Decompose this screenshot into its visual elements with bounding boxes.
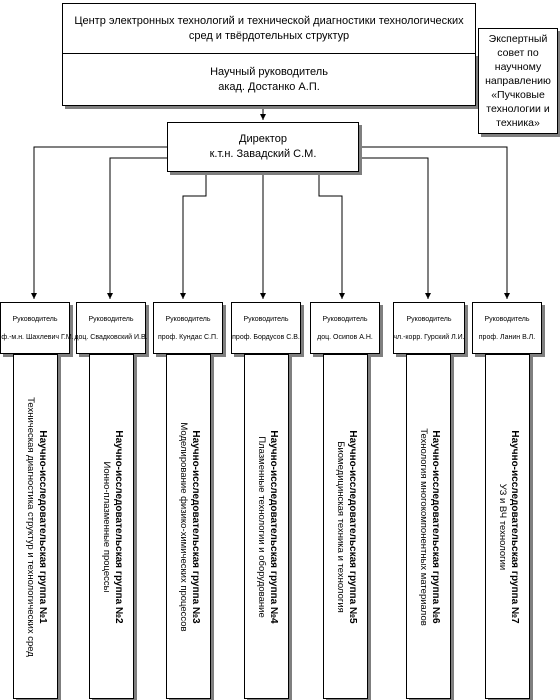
org-title-box: Центр электронных технологий и техническ…: [62, 3, 476, 53]
group-7-body: Научно-исследовательская группа №7 УЗ и …: [485, 354, 530, 699]
group-5-lead-name: доц. Осипов А.Н.: [317, 333, 373, 341]
group-7-topic: УЗ и ВЧ технологии: [496, 483, 508, 570]
group-5-topic: Биомедицинская техника и технология: [334, 440, 346, 613]
group-4-topic: Плазменные технологии и оборудование: [255, 435, 267, 618]
group-2-name: Научно-исследовательская группа №2: [112, 429, 124, 624]
group-6-header: Руководитель чл.-корр. Гурский Л.И.: [393, 302, 465, 354]
scientific-head-role: Научный руководитель: [210, 65, 328, 78]
group-7-name: Научно-исследовательская группа №7: [508, 429, 520, 624]
group-3-name: Научно-исследовательская группа №3: [189, 429, 201, 624]
group-7-header: Руководитель проф. Ланин В.Л.: [472, 302, 542, 354]
group-4-body: Научно-исследовательская группа №4 Плазм…: [244, 354, 289, 699]
group-2-header: Руководитель доц. Свадковский И.В.: [74, 302, 148, 354]
group-4-header: Руководитель проф. Бордусов С.В.: [231, 302, 301, 354]
group-6-body: Научно-исследовательская группа №6 Техно…: [406, 354, 451, 699]
group-3-body: Научно-исследовательская группа №3 Модел…: [166, 354, 211, 699]
group-3-lead-name: проф. Кундас С.П.: [157, 333, 219, 341]
group-1-lead-label: Руководитель: [12, 315, 58, 323]
group-5-body: Научно-исследовательская группа №5 Биоме…: [323, 354, 368, 699]
group-2-lead-label: Руководитель: [88, 315, 134, 323]
group-3-topic: Моделирование физико-химических процессо…: [177, 421, 189, 632]
group-6-topic: Технология многокомпонентных материалов: [417, 427, 429, 626]
group-6-name: Научно-исследовательская группа №6: [429, 429, 441, 624]
group-4-lead-label: Руководитель: [243, 315, 289, 323]
group-4-name: Научно-исследовательская группа №4: [267, 429, 279, 624]
group-2-body: Научно-исследовательская группа №2 Ионно…: [89, 354, 134, 699]
group-4-lead-name: проф. Бордусов С.В.: [232, 333, 300, 341]
group-5-lead-label: Руководитель: [322, 315, 368, 323]
group-1-header: Руководитель к.ф.-м.н. Шахлевич Г.М.: [0, 302, 74, 354]
group-1-body: Научно-исследовательская группа №1 Техни…: [13, 354, 58, 699]
group-3-lead-label: Руководитель: [165, 315, 211, 323]
scientific-head-name: акад. Достанко А.П.: [218, 80, 320, 93]
director-name: к.т.н. Завадский С.М.: [209, 148, 317, 160]
director-box: Директор к.т.н. Завадский С.М.: [167, 122, 359, 172]
group-1-lead-name: к.ф.-м.н. Шахлевич Г.М.: [0, 333, 74, 341]
scientific-head-box: Научный руководитель акад. Достанко А.П.: [62, 53, 476, 106]
group-6-lead-label: Руководитель: [406, 315, 452, 323]
expert-council-text: Экспертный совет по научному направлению…: [485, 33, 551, 129]
group-2-lead-name: доц. Свадковский И.В.: [74, 333, 148, 341]
org-title: Центр электронных технологий и техническ…: [74, 14, 464, 42]
group-7-lead-name: проф. Ланин В.Л.: [478, 333, 536, 341]
group-5-header: Руководитель доц. Осипов А.Н.: [310, 302, 380, 354]
expert-council-box: Экспертный совет по научному направлению…: [478, 28, 558, 134]
group-5-name: Научно-исследовательская группа №5: [346, 429, 358, 624]
group-2-topic: Ионно-плазменные процессы: [100, 461, 112, 592]
group-7-lead-label: Руководитель: [484, 315, 530, 323]
director-role: Директор: [239, 133, 287, 145]
group-1-topic: Техническая диагностика структур и техно…: [24, 396, 36, 657]
group-6-lead-name: чл.-корр. Гурский Л.И.: [393, 333, 465, 341]
group-1-name: Научно-исследовательская группа №1: [36, 429, 48, 624]
group-3-header: Руководитель проф. Кундас С.П.: [153, 302, 223, 354]
